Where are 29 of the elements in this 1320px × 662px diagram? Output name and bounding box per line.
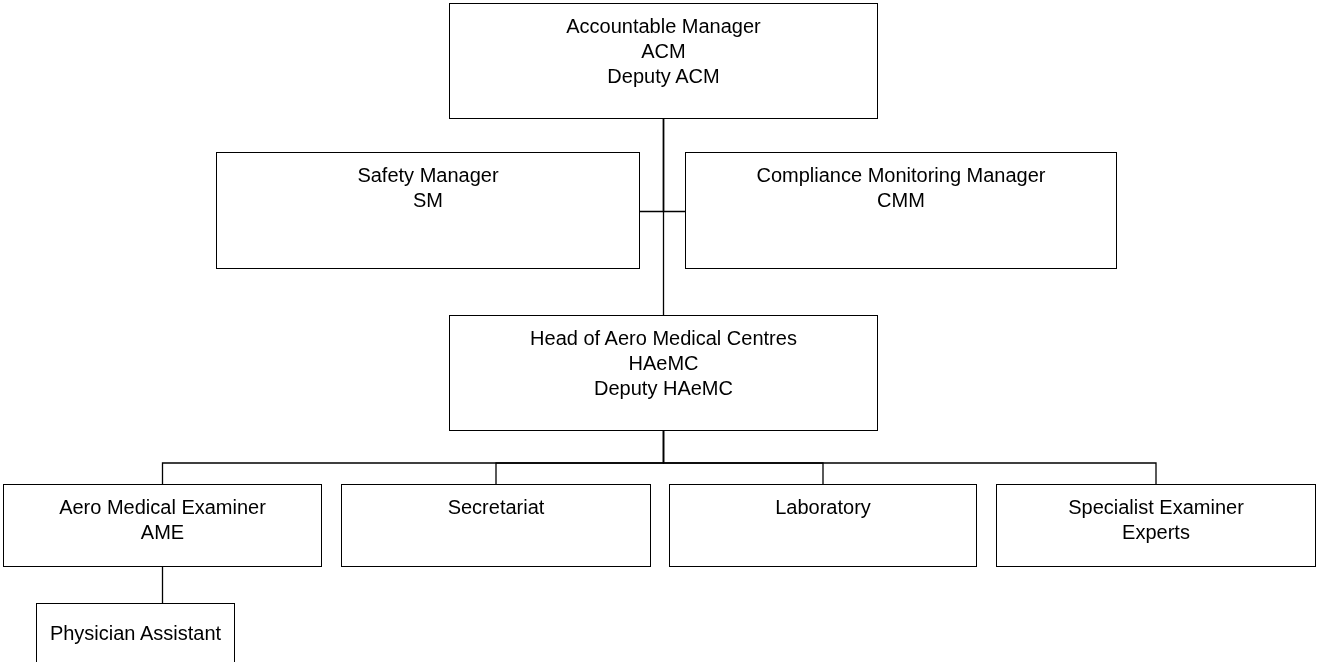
org-box — [685, 152, 1117, 269]
org-box — [216, 152, 640, 269]
role-text: Experts — [1122, 520, 1190, 545]
connector-line — [662, 430, 1157, 485]
role-text: Head of Aero Medical Centres — [530, 326, 797, 351]
connector-line — [161, 566, 164, 604]
org-box — [36, 603, 235, 662]
role-text: AME — [140, 520, 185, 545]
connector-line — [662, 118, 665, 316]
org-box — [669, 484, 977, 567]
role-text: Aero Medical Examiner — [59, 495, 266, 520]
role-text: Specialist Examiner — [1068, 495, 1244, 520]
org-box — [341, 484, 651, 567]
role-text: Safety Manager — [357, 163, 499, 188]
role-text: Compliance Monitoring Manager — [756, 163, 1046, 188]
role-text: HAeMC — [628, 351, 699, 376]
role-text: CMM — [877, 188, 925, 213]
org-box — [996, 484, 1316, 567]
org-box — [449, 3, 878, 119]
org-box — [449, 315, 878, 431]
role-text: SM — [413, 188, 443, 213]
role-text: Accountable Manager — [566, 14, 761, 39]
role-text: Deputy HAeMC — [594, 376, 733, 401]
role-text: ACM — [641, 39, 686, 64]
role-text: Physician Assistant — [49, 620, 222, 646]
org-box — [3, 484, 322, 567]
role-text: Deputy ACM — [607, 64, 720, 89]
role-text: Laboratory — [775, 495, 871, 520]
role-text: Secretariat — [447, 495, 545, 520]
